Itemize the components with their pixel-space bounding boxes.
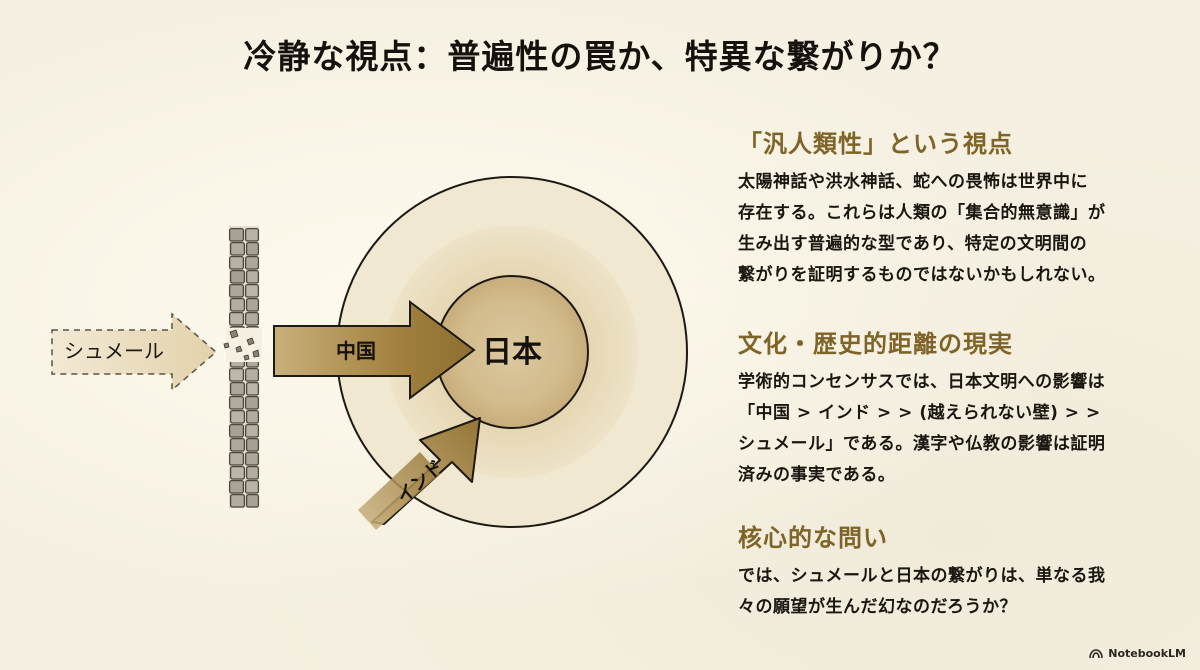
section-heading: 文化・歴史的距離の現実 [738,330,1013,358]
body-line: 済みの事実である。 [738,465,896,485]
center-label: 日本 [482,335,542,370]
wall-brick [229,269,246,284]
wall-brick [228,311,245,326]
body-line: シュメール」である。漢字や仏教の影響は証明 [738,434,1106,454]
wall-brick [228,479,245,494]
stone-wall [223,226,262,508]
section-distance: 文化・歴史的距離の現実 学術的コンセンサスでは、日本文明への影響は 「中国 > … [738,324,1105,491]
wall-brick [245,409,260,424]
wall-brick [245,493,260,508]
body-line: 「中国 > インド > > (越えられない壁) > > [738,403,1101,423]
section-body: 太陽神話や洪水神話、蛇への畏怖は世界中に 存在する。これらは人類の「集合的無意識… [738,167,1106,291]
wall-brick [229,297,246,312]
wall-brick [245,465,260,480]
wall-brick [228,367,245,382]
wall-brick [228,255,245,270]
section-core-question: 核心的な問い では、シュメールと日本の繋がりは、単なる我 々の願望が生んだ幻なの… [738,518,1106,623]
body-line: 々の願望が生んだ幻なのだろうか？ [738,597,1017,617]
section-body: 学術的コンセンサスでは、日本文明への影響は 「中国 > インド > > (越えら… [738,367,1105,491]
wall-brick [244,479,260,494]
wall-brick [229,437,246,452]
wall-brick [244,227,260,242]
arrow-china-label: 中国 [336,339,376,363]
section-universality: 「汎人類性」という視点 太陽神話や洪水神話、蛇への畏怖は世界中に 存在する。これ… [738,124,1106,291]
wall-brick [245,437,260,452]
body-line: では、シュメールと日本の繋がりは、単なる我 [738,566,1106,586]
arrow-sumer [51,312,218,392]
section-heading: 核心的な問い [738,524,888,552]
wall-brick [229,465,246,480]
wall-brick [244,451,260,466]
wall-brick [228,451,245,466]
page-title: 冷静な視点：普遍性の罠か、特異な繋がりか？ [243,37,957,76]
wall-brick [245,241,260,256]
wall-brick [229,409,246,424]
wall-brick [229,493,246,508]
wall-brick [244,255,260,270]
wall-brick [244,367,260,382]
body-line: 学術的コンセンサスでは、日本文明への影響は [738,372,1106,392]
wall-brick [244,311,260,326]
wall-brick [228,283,245,298]
wall-brick [244,395,260,410]
notebooklm-logo-icon [1089,648,1104,658]
section-body: では、シュメールと日本の繋がりは、単なる我 々の願望が生んだ幻なのだろうか？ [738,561,1106,623]
body-line: 繋がりを証明するものではないかもしれない。 [738,265,1106,285]
wall-brick [245,297,260,312]
wall-brick [228,395,245,410]
body-line: 太陽神話や洪水神話、蛇への畏怖は世界中に [738,172,1088,192]
wall-brick [244,423,260,438]
influence-diagram-svg: 日本 シュメール 中国 インド [51,176,688,530]
body-line: 存在する。これらは人類の「集合的無意識」が [738,203,1106,223]
section-heading: 「汎人類性」という視点 [738,130,1013,158]
brand-name: NotebookLM [1108,647,1186,660]
arrow-china [273,300,476,400]
wall-brick [229,381,246,396]
wall-brick [244,283,260,298]
wall-brick [245,381,260,396]
wall-brick [228,423,245,438]
wall-brick [229,241,246,256]
wall-brick [228,227,245,242]
arrow-sumer-label: シュメール [64,339,164,363]
wall-brick [245,269,260,284]
influence-diagram: 日本 シュメール 中国 インド [51,176,688,530]
body-line: 生み出す普遍的な型であり、特定の文明間の [738,234,1088,254]
arrow-india [358,417,481,530]
brand-watermark: NotebookLM [1089,647,1186,660]
